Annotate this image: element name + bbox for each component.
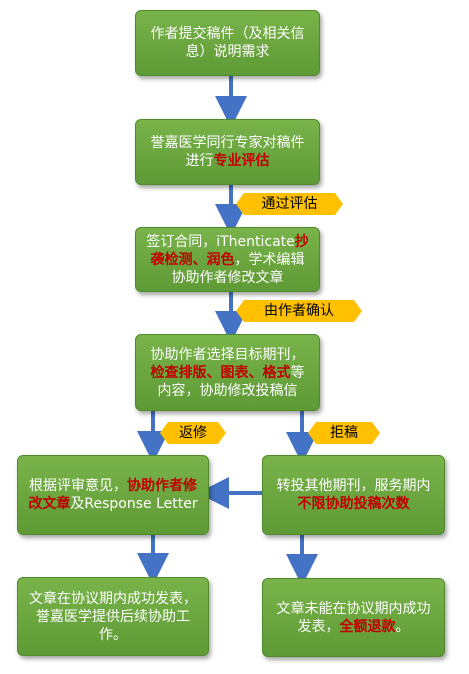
step-contract-emphasis: 抄袭检测、润色 [150, 233, 309, 268]
step-contract-text: 签订合同，iThenticate抄袭检测、润色，学术编辑协助作者修改文章 [146, 233, 309, 286]
step-evaluation-box: 誉嘉医学同行专家对稿件进行专业评估 [135, 119, 320, 185]
outcome-published-box: 文章在协议期内成功发表，誉嘉医学提供后续协助工作。 [17, 577, 209, 656]
step-resubmit-emphasis: 不限协助投稿次数 [297, 496, 410, 512]
label-return: 返修 [160, 422, 226, 444]
step-evaluation-emphasis: 专业评估 [213, 153, 270, 169]
step-revise-text: 根据评审意见，协助作者修改文章及Response Letter [28, 478, 198, 512]
step-evaluation-text: 誉嘉医学同行专家对稿件进行专业评估 [150, 135, 305, 169]
label-author-confirm: 由作者确认 [236, 300, 362, 322]
label-reject: 拒稿 [308, 422, 380, 444]
outcome-published-text: 文章在协议期内成功发表，誉嘉医学提供后续协助工作。 [29, 590, 197, 643]
step-submit-box: 作者提交稿件（及相关信息）说明需求 [135, 10, 320, 76]
step-journal-text: 协助作者选择目标期刊，检查排版、图表、格式等内容，协助修改投稿信 [150, 346, 305, 399]
step-journal-emphasis: 检查排版、图表、格式 [150, 364, 291, 381]
step-revise-emphasis: 协助作者修改文章 [28, 478, 197, 512]
step-contract-box: 签订合同，iThenticate抄袭检测、润色，学术编辑协助作者修改文章 [135, 227, 320, 292]
step-resubmit-text: 转投其他期刊，服务期内不限协助投稿次数 [276, 478, 431, 512]
step-revise-box: 根据评审意见，协助作者修改文章及Response Letter [17, 455, 209, 535]
outcome-refund-emphasis: 全额退款 [339, 618, 396, 635]
step-resubmit-box: 转投其他期刊，服务期内不限协助投稿次数 [262, 455, 445, 535]
label-pass: 通过评估 [236, 193, 343, 215]
step-journal-box: 协助作者选择目标期刊，检查排版、图表、格式等内容，协助修改投稿信 [135, 334, 320, 411]
outcome-refund-box: 文章未能在协议期内成功发表，全额退款。 [262, 578, 445, 657]
outcome-refund-text: 文章未能在协议期内成功发表，全额退款。 [276, 600, 431, 635]
step-submit-text: 作者提交稿件（及相关信息）说明需求 [150, 26, 305, 60]
